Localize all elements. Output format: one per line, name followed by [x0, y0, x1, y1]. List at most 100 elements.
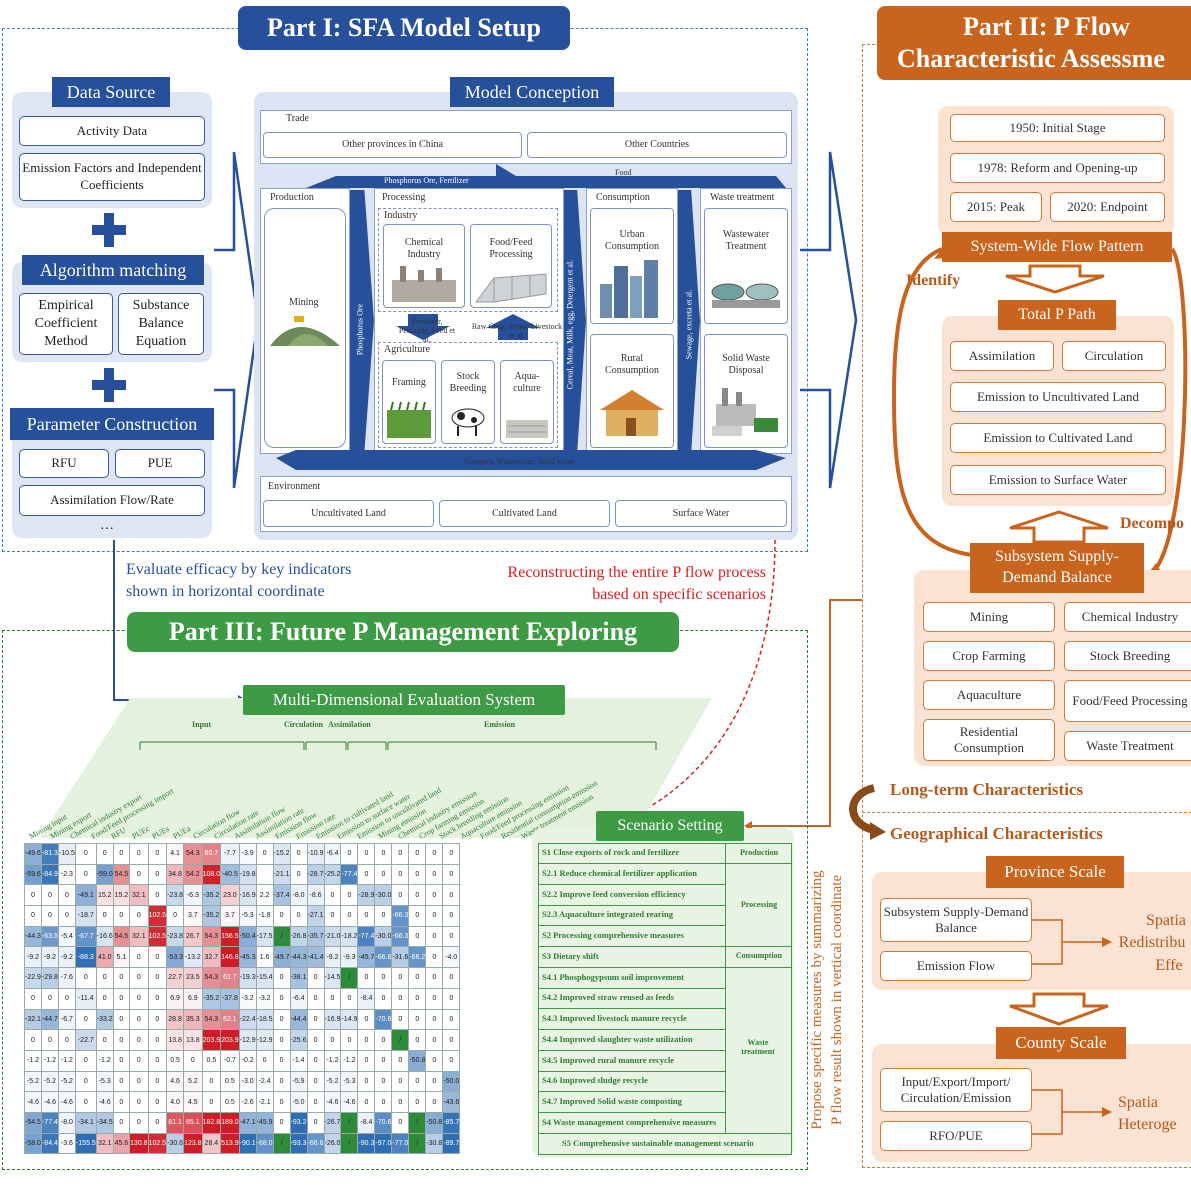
heatmap-cell: -5.4 — [57, 925, 76, 948]
heatmap-cell: -22.9 — [24, 967, 42, 989]
heatmap-cell: 0 — [57, 905, 76, 927]
arrow-right-icon — [800, 151, 858, 489]
path-circulation: Circulation — [1062, 341, 1166, 371]
heatmap-cell: -1.2 — [57, 1049, 76, 1072]
heatmap-cell: 0 — [112, 1029, 131, 1051]
heatmap-cell: 3.7 — [183, 905, 203, 927]
province-emission-box: Emission Flow — [880, 951, 1032, 981]
heatmap-cell: -45.3 — [238, 946, 257, 969]
heatmap-cell: -16.9 — [238, 884, 257, 907]
heatmap-cell: 0 — [442, 1008, 461, 1031]
scenario-label: S2.3 Aquaculture integrated rearing — [542, 909, 673, 920]
heatmap-cell: 0 — [357, 905, 376, 927]
scenario-label: S4.4 Improved slaughter waste utilizatio… — [542, 1033, 693, 1044]
heatmap-cell: -18.2 — [340, 925, 359, 948]
heatmap-cell: -1.2 — [323, 1049, 342, 1072]
uncultivated-land-box: Uncultivated Land — [263, 500, 434, 527]
heatmap-cell: 60.7 — [201, 843, 222, 865]
heatmap-cell: -23.8 — [166, 925, 185, 948]
heatmap-cell: 0 — [40, 987, 59, 1010]
propose-line1: Propose specific measures by summarizing — [809, 870, 825, 1130]
city-image — [600, 260, 658, 318]
heatmap-cell: 4.6 — [166, 1070, 185, 1093]
heatmap-cell: -8.4 — [357, 987, 376, 1010]
surface-water-box: Surface Water — [615, 500, 787, 527]
consumption-label: Consumption — [596, 192, 650, 203]
cereal-arrow — [564, 190, 586, 452]
chemical-industry-label: Chemical Industry — [404, 237, 444, 260]
heatmap-cell: 0 — [340, 843, 359, 865]
heatmap-cell: 26.7 — [183, 925, 203, 948]
heatmap-cell: 0 — [272, 1070, 291, 1093]
part3-title: Part III: Future P Management Exploring — [127, 612, 679, 652]
heatmap-cell: 0 — [340, 987, 359, 1010]
heatmap-cell: -5.2 — [323, 1070, 342, 1093]
heatmap-cell: 3.7 — [220, 905, 240, 927]
plus-icon — [92, 213, 126, 247]
heatmap-cell: -14.9 — [340, 1008, 359, 1031]
heatmap-cell: -32.1 — [24, 1008, 42, 1031]
heatmap-cell: / — [340, 967, 359, 989]
heatmap-cell: -50.4 — [238, 925, 257, 948]
heatmap-cell: -27.1 — [306, 905, 325, 927]
heatmap-cell: -3.2 — [255, 987, 274, 1010]
heatmap-cell: 22.7 — [166, 967, 185, 989]
heatmap-cell: -90.3 — [357, 1132, 376, 1155]
heatmap-cell: 0 — [57, 987, 76, 1010]
heatmap-cell: -22.7 — [74, 1029, 97, 1051]
heatmap-cell: -7.6 — [57, 967, 76, 989]
heatmap-cell: / — [391, 1029, 410, 1051]
heatmap-cell: 0 — [323, 1029, 342, 1051]
heatmap-cell: -6.7 — [57, 1008, 76, 1031]
heatmap-cell: 0 — [323, 884, 342, 907]
heatmap-cell: 0 — [425, 843, 444, 865]
heatmap-cell: -38.1 — [289, 967, 308, 989]
heatmap-cell: -37.8 — [220, 987, 240, 1010]
heatmap-cell: -6.3 — [183, 884, 203, 907]
heatmap-cell: -85.7 — [442, 1111, 461, 1134]
heatmap-cell: 0 — [289, 863, 308, 886]
heatmap-cell: 0 — [289, 905, 308, 927]
heatmap-cell: -30.0 — [374, 925, 393, 948]
greenhouse-image — [475, 273, 547, 303]
heatmap-cell: 0 — [340, 905, 359, 927]
county-effect: Spatia Heteroge — [1118, 1092, 1177, 1137]
heatmap-cell: 0.5 — [220, 1091, 240, 1113]
heatmap-cell: 0 — [306, 1008, 325, 1031]
curved-arrow-icon — [849, 784, 886, 840]
parameter-title: Parameter Construction — [10, 408, 214, 440]
heatmap-cell: 0 — [112, 1091, 131, 1113]
county-effect-line2: Heteroge — [1118, 1116, 1177, 1134]
scenario-row-line — [538, 904, 725, 906]
heatmap-cell: 45.6 — [112, 1132, 131, 1155]
heatmap-cell: 0 — [57, 1029, 76, 1051]
heatmap-cell: -49.6 — [24, 843, 42, 865]
heatmap-cell: 0 — [95, 905, 114, 927]
heatmap-cell: 28.8 — [166, 1008, 185, 1031]
data-source-title: Data Source — [52, 77, 170, 107]
heatmap-cell: -1.8 — [255, 905, 274, 927]
heatmap-cell: -34.1 — [74, 1111, 97, 1134]
scenario-row-line — [538, 1091, 725, 1093]
agriculture-label: Agriculture — [384, 344, 431, 355]
heatmap-cell: 0 — [57, 884, 76, 907]
reconstruct-note: Reconstructing the entire P flow process… — [450, 562, 766, 605]
heatmap-cell: -5.3 — [238, 905, 257, 927]
heatmap-cell: 0 — [357, 1091, 376, 1113]
scenario-row-line — [538, 863, 792, 864]
heatmap-cell: 102.5 — [147, 925, 168, 948]
path-emission-surface: Emission to Surface Water — [950, 465, 1166, 495]
heatmap-cell: 0 — [183, 1049, 203, 1072]
heatmap-cell: 0 — [147, 946, 168, 969]
heatmap-cell: 13.8 — [183, 1029, 203, 1051]
heatmap-cell: 0 — [129, 946, 149, 969]
heatmap-cell: 0 — [147, 1070, 168, 1093]
heatmap-cell: 32.1 — [129, 925, 149, 948]
geo-label: Geographical Characteristics — [890, 824, 1103, 843]
up-arrow-icon — [1009, 510, 1109, 544]
model-title: Model Conception — [450, 77, 614, 107]
